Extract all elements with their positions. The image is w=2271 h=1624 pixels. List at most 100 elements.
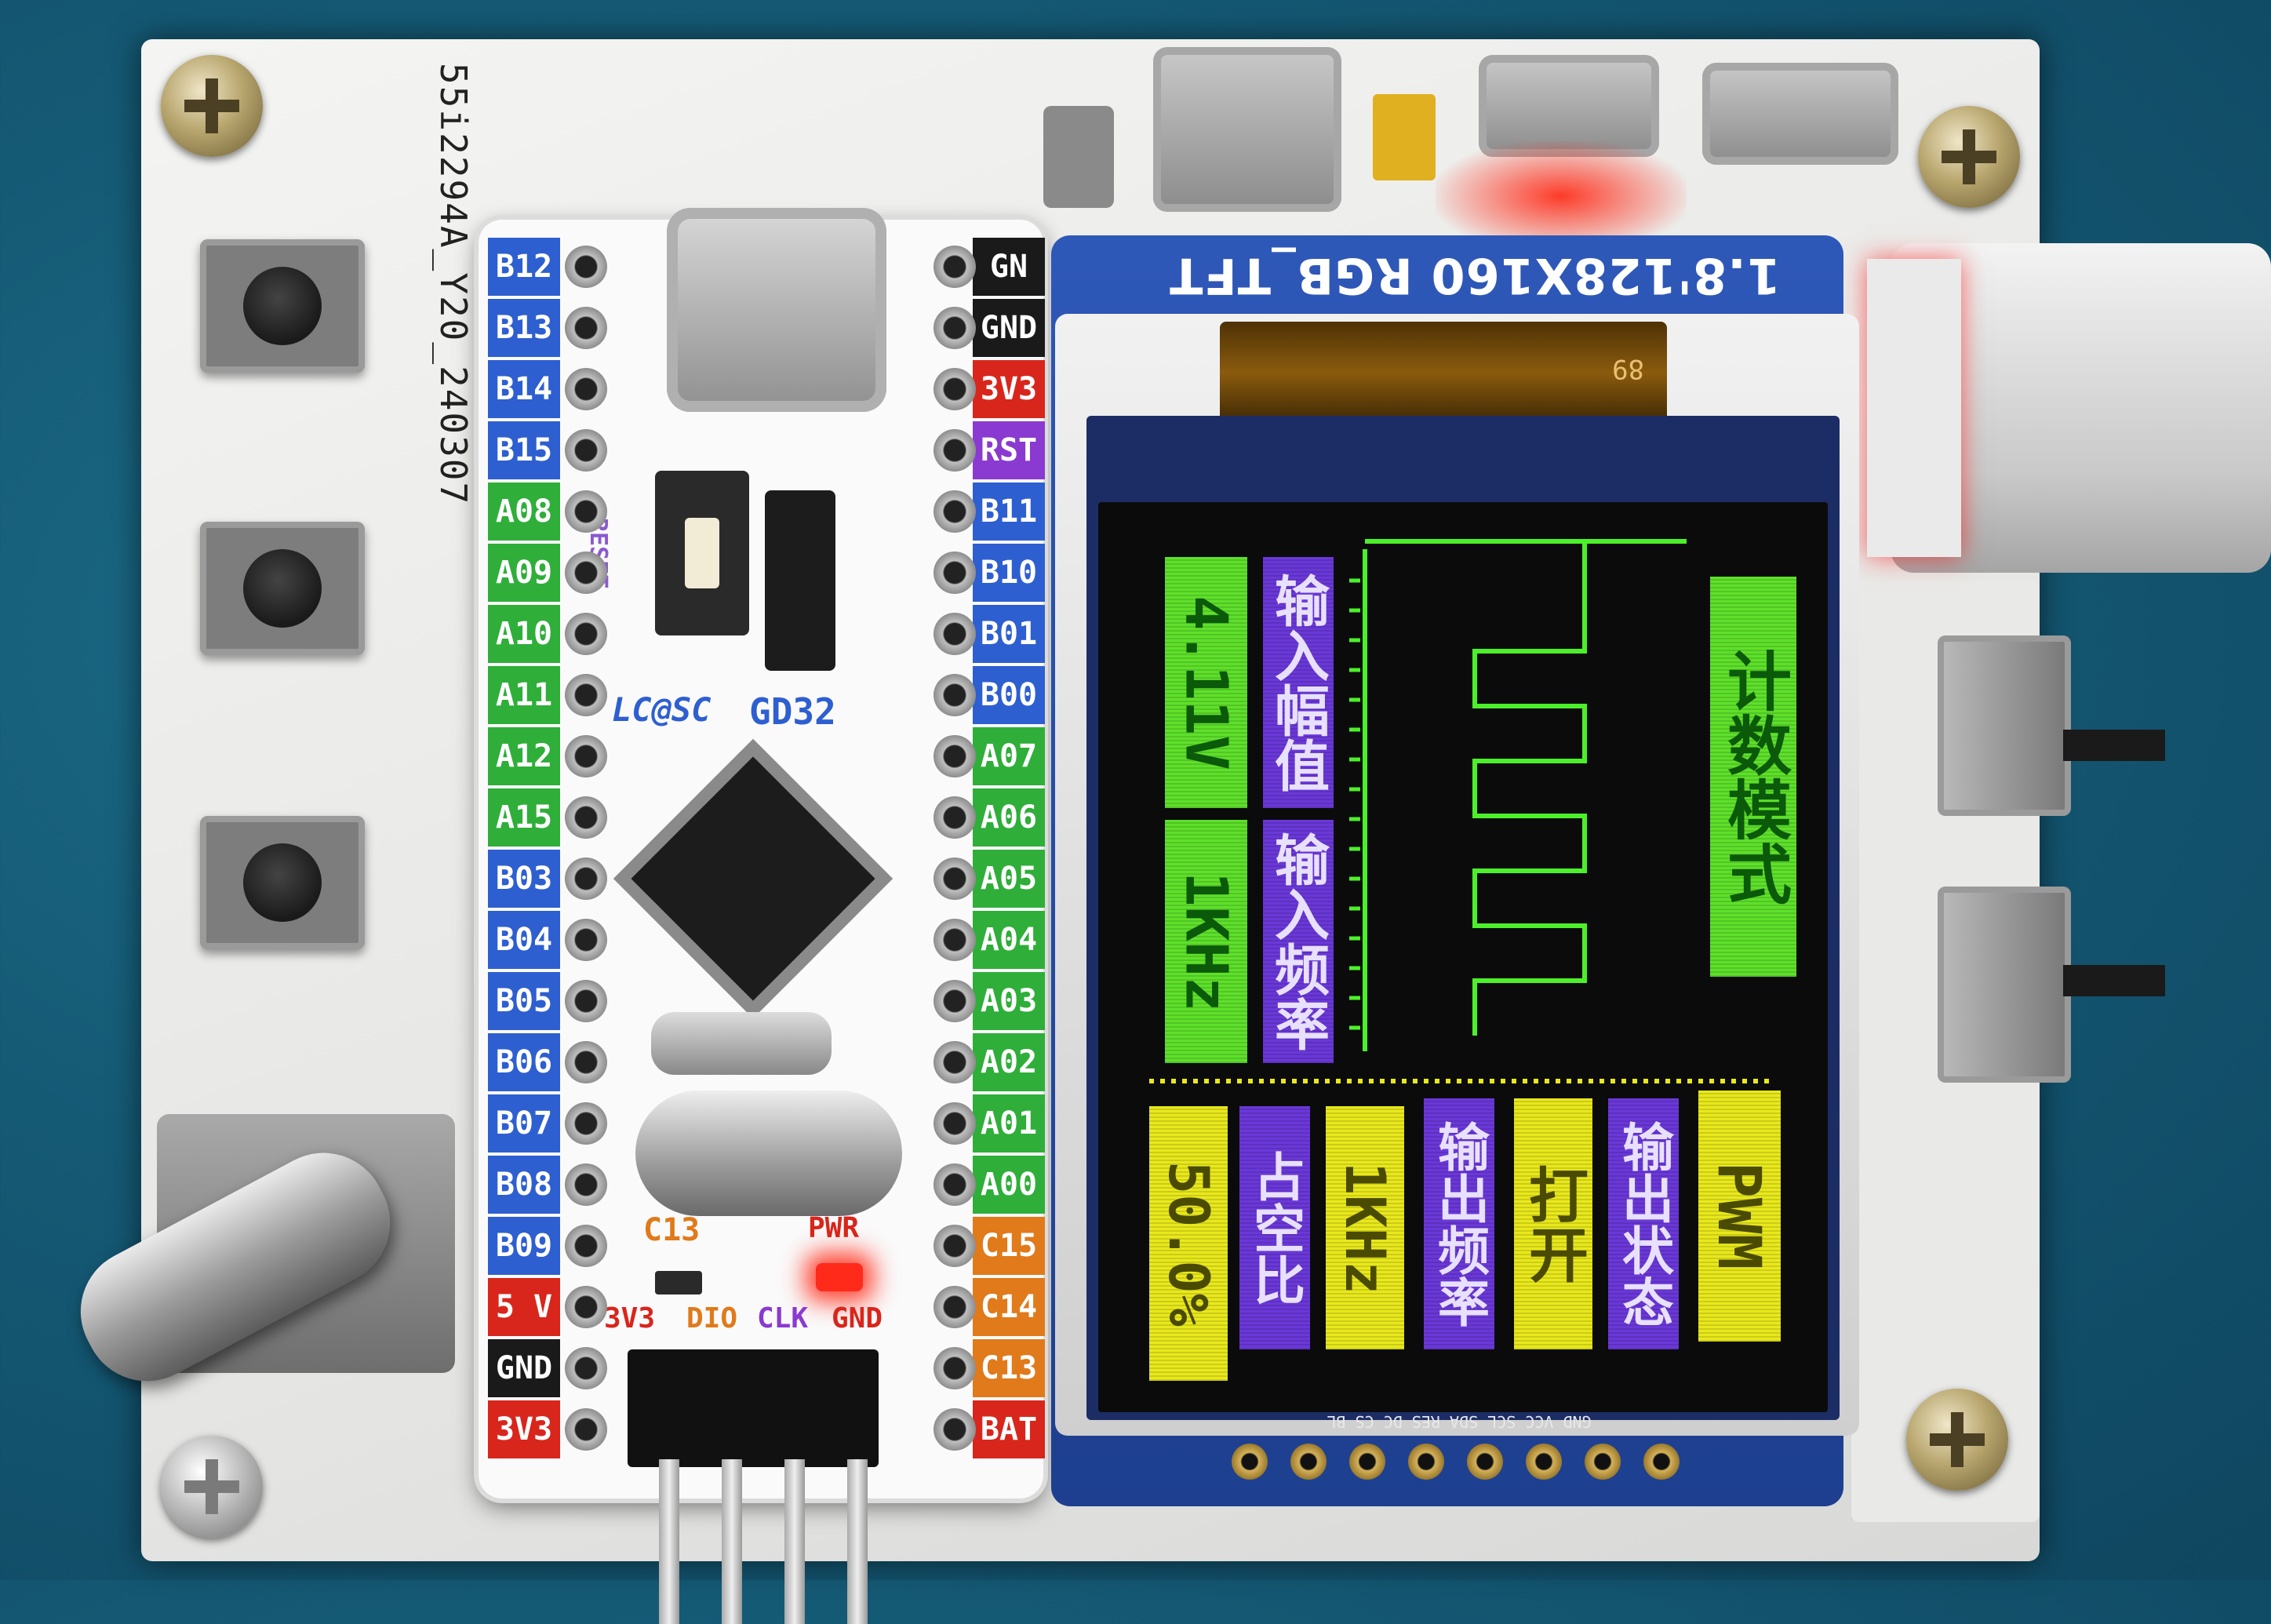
output-mode-value: PWM (1698, 1091, 1781, 1342)
right-pin-hole-0 (934, 246, 976, 288)
left-pin-label-4: A08 (488, 482, 560, 541)
screw-bottom-right (1906, 1389, 2008, 1491)
tft-title-label: 1.8'128X160 RGB_TFT (1169, 247, 1781, 305)
boot-jumper[interactable] (765, 490, 835, 671)
usb-c-connector-top (1153, 47, 1341, 212)
left-pin-label-11: B04 (488, 911, 560, 969)
pwr-label: PWR (808, 1212, 860, 1244)
slide-switch-2[interactable] (1938, 887, 2165, 1083)
right-pin-label-9: A06 (973, 788, 1045, 847)
header-label-dio: DIO (686, 1302, 738, 1335)
right-pin-label-3: RST (973, 421, 1045, 479)
left-pin-label-7: A11 (488, 666, 560, 724)
tact-button-2[interactable] (200, 522, 365, 655)
small-tact-top[interactable] (1043, 106, 1114, 208)
right-pin-label-7: B00 (973, 666, 1045, 724)
crystal-large (635, 1091, 902, 1216)
right-pin-label-6: B01 (973, 605, 1045, 663)
red-led-glow-top (1436, 141, 1687, 251)
right-pin-label-10: A05 (973, 850, 1045, 908)
reset-button[interactable] (655, 471, 749, 635)
right-pin-label-5: B10 (973, 544, 1045, 602)
left-pin-hole-18 (565, 1347, 607, 1389)
left-pin-hole-17 (565, 1286, 607, 1328)
left-pin-label-16: B09 (488, 1217, 560, 1275)
left-pin-label-6: A10 (488, 605, 560, 663)
left-pin-label-5: A09 (488, 544, 560, 602)
right-pin-label-19: BAT (973, 1400, 1045, 1458)
left-pin-hole-2 (565, 368, 607, 410)
left-pin-hole-0 (565, 246, 607, 288)
right-pin-hole-8 (934, 735, 976, 777)
tft-pin-4 (1467, 1444, 1503, 1480)
input-mode-label: 计数模式 (1710, 577, 1796, 977)
left-pin-hole-19 (565, 1408, 607, 1451)
right-pin-label-17: C14 (973, 1278, 1045, 1336)
tft-pin-3 (1408, 1444, 1444, 1480)
carrier-serial-label: 55i2294A_Y20_240307 (432, 63, 475, 506)
left-pin-label-19: 3V3 (488, 1400, 560, 1458)
waveform-plot (1349, 539, 1687, 1051)
left-pin-label-10: B03 (488, 850, 560, 908)
right-pin-hole-18 (934, 1347, 976, 1389)
left-pin-label-17: 5 V (488, 1278, 560, 1336)
left-pin-label-0: B12 (488, 238, 560, 296)
left-pin-hole-3 (565, 429, 607, 472)
left-pin-label-8: A12 (488, 727, 560, 785)
output-duty-label: 占空比 (1239, 1106, 1310, 1349)
right-pin-hole-1 (934, 307, 976, 349)
left-pin-label-13: B06 (488, 1033, 560, 1091)
right-pin-hole-4 (934, 490, 976, 533)
right-pin-label-11: A04 (973, 911, 1045, 969)
left-pin-label-14: B07 (488, 1094, 560, 1152)
left-pin-label-9: A15 (488, 788, 560, 847)
left-pin-hole-7 (565, 674, 607, 716)
right-pin-hole-5 (934, 552, 976, 594)
header-label-3v3: 3V3 (604, 1302, 656, 1335)
output-state-value: 打开 (1514, 1098, 1592, 1349)
right-pin-hole-6 (934, 613, 976, 655)
tft-pin-1 (1290, 1444, 1327, 1480)
right-pin-hole-16 (934, 1225, 976, 1267)
right-pin-hole-9 (934, 796, 976, 839)
tact-button-1[interactable] (200, 239, 365, 373)
left-pin-hole-13 (565, 1041, 607, 1083)
tft-pin-7 (1643, 1444, 1680, 1480)
usb-a-connector-1 (1479, 55, 1659, 157)
screw-top-right (1918, 106, 2020, 208)
tft-pin-6 (1585, 1444, 1621, 1480)
right-pin-hole-13 (934, 1041, 976, 1083)
right-pin-hole-2 (934, 368, 976, 410)
right-pin-label-4: B11 (973, 482, 1045, 541)
right-pin-label-8: A07 (973, 727, 1045, 785)
left-pin-label-2: B14 (488, 360, 560, 418)
output-duty-value: 50.0% (1149, 1106, 1228, 1381)
left-pin-hole-6 (565, 613, 607, 655)
left-pin-hole-9 (565, 796, 607, 839)
right-pin-hole-7 (934, 674, 976, 716)
slide-switch-1[interactable] (1938, 635, 2165, 816)
c13-led (655, 1271, 702, 1294)
input-frequency-value: 1KHz (1165, 820, 1247, 1063)
c13-label: C13 (643, 1212, 701, 1248)
left-pin-label-1: B13 (488, 299, 560, 357)
left-pin-hole-8 (565, 735, 607, 777)
tft-fpc-ribbon: 89 (1220, 322, 1667, 424)
tact-button-3[interactable] (200, 816, 365, 949)
output-frequency-label: 输出频率 (1424, 1098, 1494, 1349)
right-pin-hole-14 (934, 1102, 976, 1145)
waveform-trace (1472, 541, 1587, 1036)
swd-pin-header[interactable] (628, 1349, 879, 1624)
tft-pin-0 (1232, 1444, 1268, 1480)
crystal-small (651, 1012, 832, 1075)
usb-a-connector-2 (1702, 63, 1898, 165)
lcd-screen: 4.11V 输入幅值 1KHz 输入频率 计数模式 50.0% 占空比 1KHz… (1098, 502, 1828, 1412)
right-pin-hole-17 (934, 1286, 976, 1328)
left-pin-hole-11 (565, 919, 607, 961)
right-pin-hole-15 (934, 1163, 976, 1206)
left-pin-label-18: GND (488, 1339, 560, 1397)
header-label-clk: CLK (757, 1302, 809, 1335)
left-pin-label-12: B05 (488, 972, 560, 1030)
right-pin-label-2: 3V3 (973, 360, 1045, 418)
fpc-label: 89 (1612, 353, 1644, 384)
